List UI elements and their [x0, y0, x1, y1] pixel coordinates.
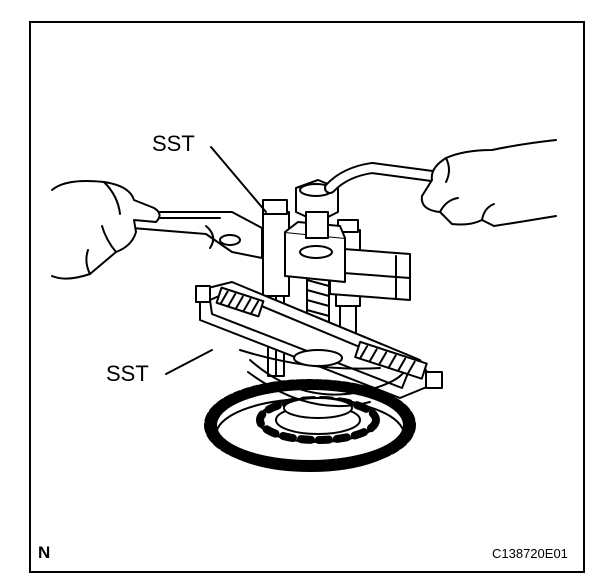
collar	[293, 349, 343, 367]
threaded-rod-right	[354, 340, 428, 380]
corner-mark: N	[38, 543, 51, 562]
sst-label-upper: SST	[152, 131, 195, 156]
leader-line-upper	[210, 146, 267, 213]
left-hand	[51, 180, 161, 280]
box-wrench	[324, 162, 438, 194]
right-hand	[420, 139, 557, 227]
leader-line-lower	[165, 349, 213, 375]
end-nut-right	[425, 371, 443, 389]
crossbar	[329, 247, 411, 301]
gear	[204, 379, 416, 472]
end-nut-left	[195, 285, 211, 303]
threaded-rod-left	[215, 286, 265, 318]
figure-code: C138720E01	[492, 546, 568, 561]
sst-label-lower: SST	[106, 361, 149, 386]
adjustable-wrench	[131, 211, 263, 259]
